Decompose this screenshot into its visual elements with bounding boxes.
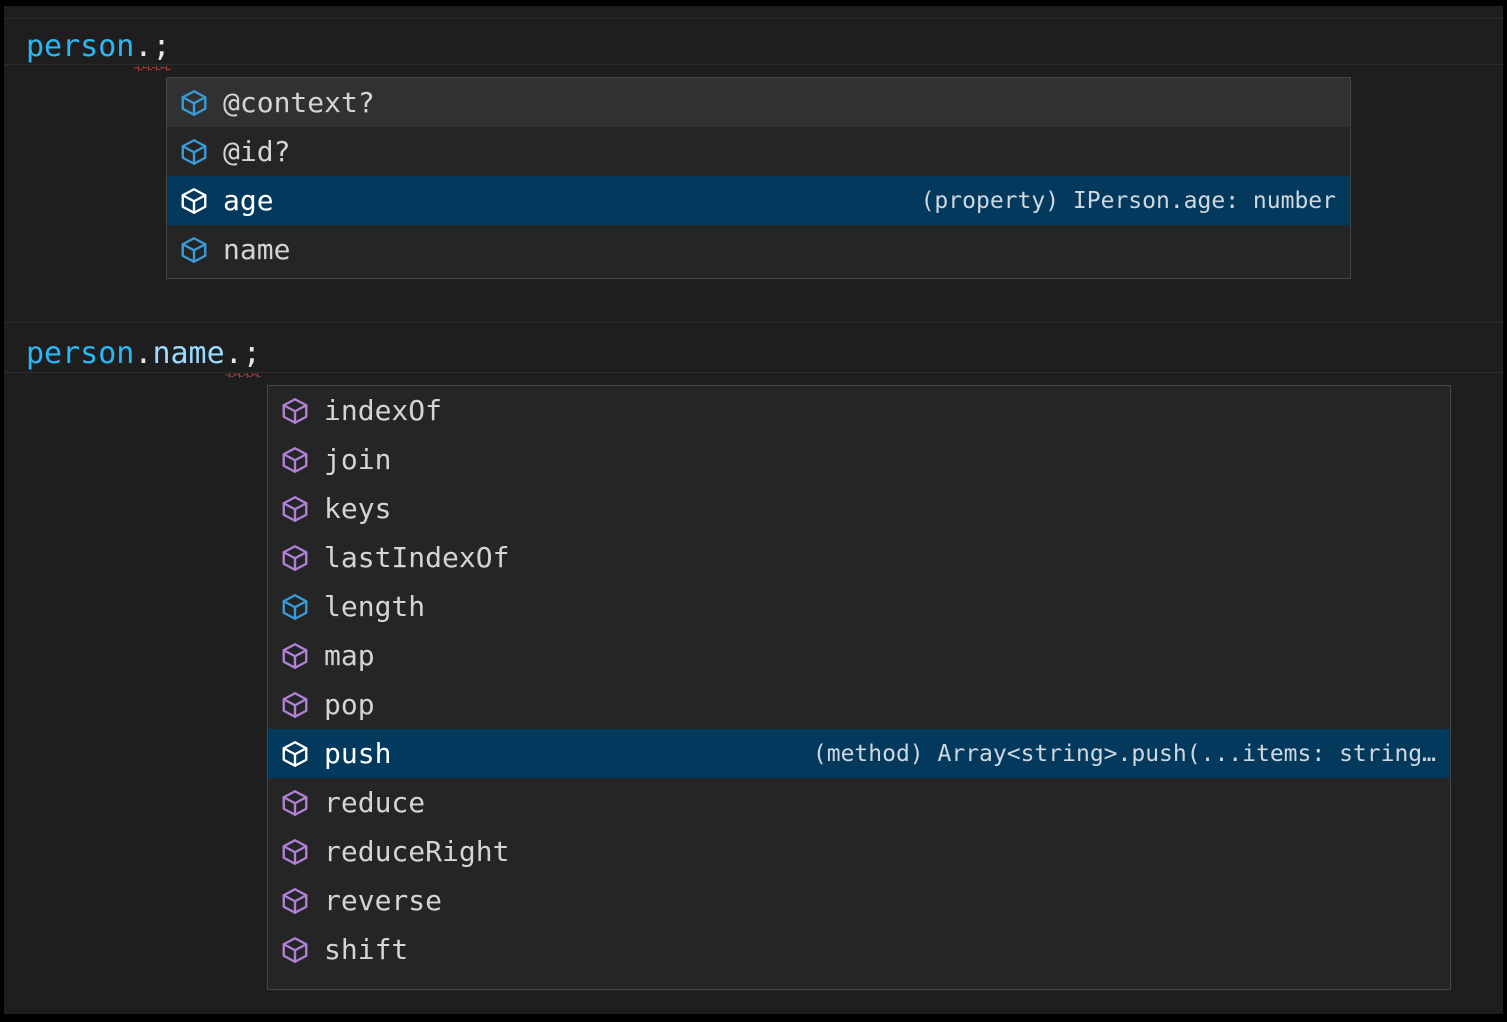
suggest-item-label: name	[223, 232, 291, 266]
editor-divider-mid	[4, 322, 1503, 323]
suggest-item-label: indexOf	[324, 393, 443, 427]
suggest-item-label: shift	[324, 932, 409, 966]
suggest-item-label: reduce	[324, 785, 426, 819]
suggest-item-id[interactable]: @id?	[167, 127, 1350, 176]
suggest-item-context[interactable]: @context?	[167, 78, 1350, 127]
editor-divider-top	[4, 18, 1503, 19]
code-token-punctuation: .	[134, 29, 153, 71]
suggest-item-label: @context?	[223, 85, 375, 119]
suggest-item-detail: (method) Array<string>.push(...items: st…	[812, 740, 1436, 767]
suggest-item-label: reverse	[324, 883, 443, 917]
editor-divider-line1	[4, 64, 1503, 65]
suggest-item-shift[interactable]: shift	[268, 925, 1450, 974]
suggest-item-length[interactable]: length	[268, 582, 1450, 631]
cube-property-icon	[282, 593, 308, 620]
cube-method-icon	[282, 740, 308, 767]
suggest-item-label: pop	[324, 687, 375, 721]
code-token-identifier: person	[26, 336, 135, 371]
suggest-item-label: map	[324, 638, 375, 672]
code-token-punctuation: .	[224, 336, 243, 378]
cube-method-icon	[282, 446, 308, 473]
cube-method-icon	[282, 642, 308, 669]
cube-method-icon	[282, 495, 308, 522]
suggest-item-pop[interactable]: pop	[268, 680, 1450, 729]
cube-property-icon	[181, 236, 207, 263]
suggest-item-label: length	[324, 589, 426, 623]
suggest-item-indexof[interactable]: indexOf	[268, 386, 1450, 435]
cube-property-icon	[181, 187, 207, 214]
suggest-item-push[interactable]: push (method) Array<string>.push(...items…	[268, 729, 1450, 778]
suggest-item-keys[interactable]: keys	[268, 484, 1450, 533]
suggest-item-reduceright[interactable]: reduceRight	[268, 827, 1450, 876]
suggest-item-reduce[interactable]: reduce	[268, 778, 1450, 827]
suggest-item-label: keys	[324, 491, 392, 525]
suggest-item-label: reduceRight	[324, 834, 510, 868]
suggest-item-label: join	[324, 442, 392, 476]
suggest-item-detail: (property) IPerson.age: number	[920, 187, 1336, 214]
suggest-item-label: age	[223, 183, 274, 217]
suggest-item-name[interactable]: name	[167, 225, 1350, 274]
suggest-item-join[interactable]: join	[268, 435, 1450, 484]
code-token-property: name	[152, 336, 225, 371]
cube-method-icon	[282, 936, 308, 963]
code-line-2[interactable]: person.name.;	[26, 335, 261, 378]
cube-property-icon	[181, 89, 207, 116]
cube-property-icon	[181, 138, 207, 165]
code-token-punctuation: .	[134, 336, 153, 371]
cube-method-icon	[282, 789, 308, 816]
suggest-widget-person[interactable]: @context? @id? age (property) IPerson.age: …	[166, 77, 1351, 279]
suggest-item-label: lastIndexOf	[324, 540, 510, 574]
suggest-item-label: push	[324, 736, 392, 770]
code-editor-surface[interactable]: person.; person.name.; @context?@id?age(…	[4, 6, 1503, 1014]
cube-method-icon	[282, 544, 308, 571]
code-line-1[interactable]: person.;	[26, 28, 171, 71]
suggest-item-age[interactable]: age (property) IPerson.age: number	[167, 176, 1350, 225]
suggest-item-map[interactable]: map	[268, 631, 1450, 680]
cube-method-icon	[282, 887, 308, 914]
cube-method-icon	[282, 838, 308, 865]
code-token-punctuation: ;	[152, 29, 171, 71]
editor-divider-line2	[4, 372, 1503, 373]
suggest-item-lastindexof[interactable]: lastIndexOf	[268, 533, 1450, 582]
cube-method-icon	[282, 691, 308, 718]
suggest-widget-person-name[interactable]: indexOf join keys lastIndexOf length map pop pu…	[267, 385, 1451, 990]
suggest-item-label: @id?	[223, 134, 291, 168]
suggest-item-reverse[interactable]: reverse	[268, 876, 1450, 925]
cube-method-icon	[282, 397, 308, 424]
code-token-identifier: person	[26, 29, 135, 64]
code-token-punctuation: ;	[242, 336, 261, 378]
